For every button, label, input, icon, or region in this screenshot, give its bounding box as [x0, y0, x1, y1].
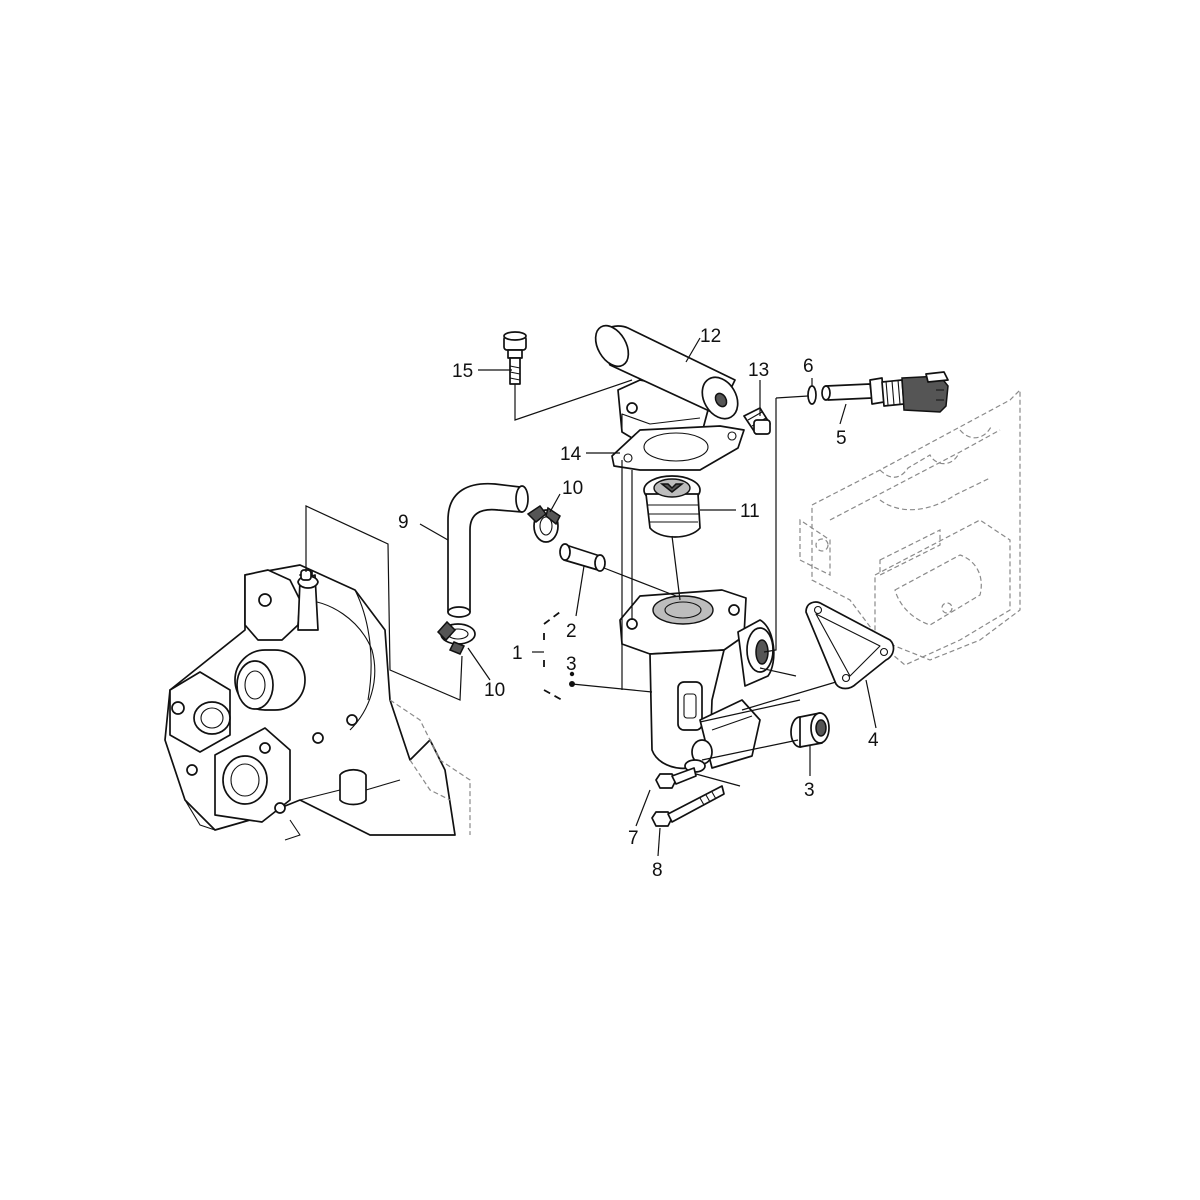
housing-plug — [790, 712, 830, 748]
callout-7: 7 — [628, 828, 639, 849]
callout-10-lower: 10 — [484, 680, 505, 701]
callout-8: 8 — [652, 860, 663, 881]
union-fitting — [743, 407, 771, 435]
water-pump-assembly — [164, 564, 471, 841]
callout-5: 5 — [836, 428, 847, 449]
temperature-sensor — [821, 371, 949, 413]
engine-block-outline — [799, 388, 1021, 666]
thermostat — [643, 475, 701, 538]
hose-clamp-lower — [436, 620, 476, 655]
callout-6: 6 — [803, 356, 814, 377]
bypass-hose — [447, 482, 529, 618]
hose-clamp-upper — [526, 504, 561, 543]
callout-3: 3 — [804, 780, 815, 801]
callout-leaders — [419, 337, 877, 857]
connection-lines — [305, 379, 837, 787]
bolt-short — [655, 767, 697, 789]
callout-15: 15 — [452, 361, 473, 382]
bolt-top — [503, 331, 527, 385]
callout-13: 13 — [748, 360, 769, 381]
callout-14: 14 — [560, 444, 582, 465]
callout-12: 12 — [700, 326, 721, 347]
callout-4: 4 — [868, 730, 879, 751]
housing-gasket — [805, 601, 895, 690]
callout-9: 9 — [398, 512, 409, 533]
callout-2: 2 — [566, 621, 577, 642]
thermostat-housing — [619, 589, 775, 773]
callout-10-upper: 10 — [562, 478, 583, 499]
thermostat-gasket — [611, 425, 745, 471]
bolt-long — [651, 785, 725, 827]
callout-11: 11 — [740, 501, 760, 522]
o-ring — [807, 385, 817, 405]
callout-3-range: 3 — [566, 654, 577, 675]
bypass-pipe-nipple — [559, 543, 606, 572]
callout-1: 1 — [512, 643, 523, 664]
